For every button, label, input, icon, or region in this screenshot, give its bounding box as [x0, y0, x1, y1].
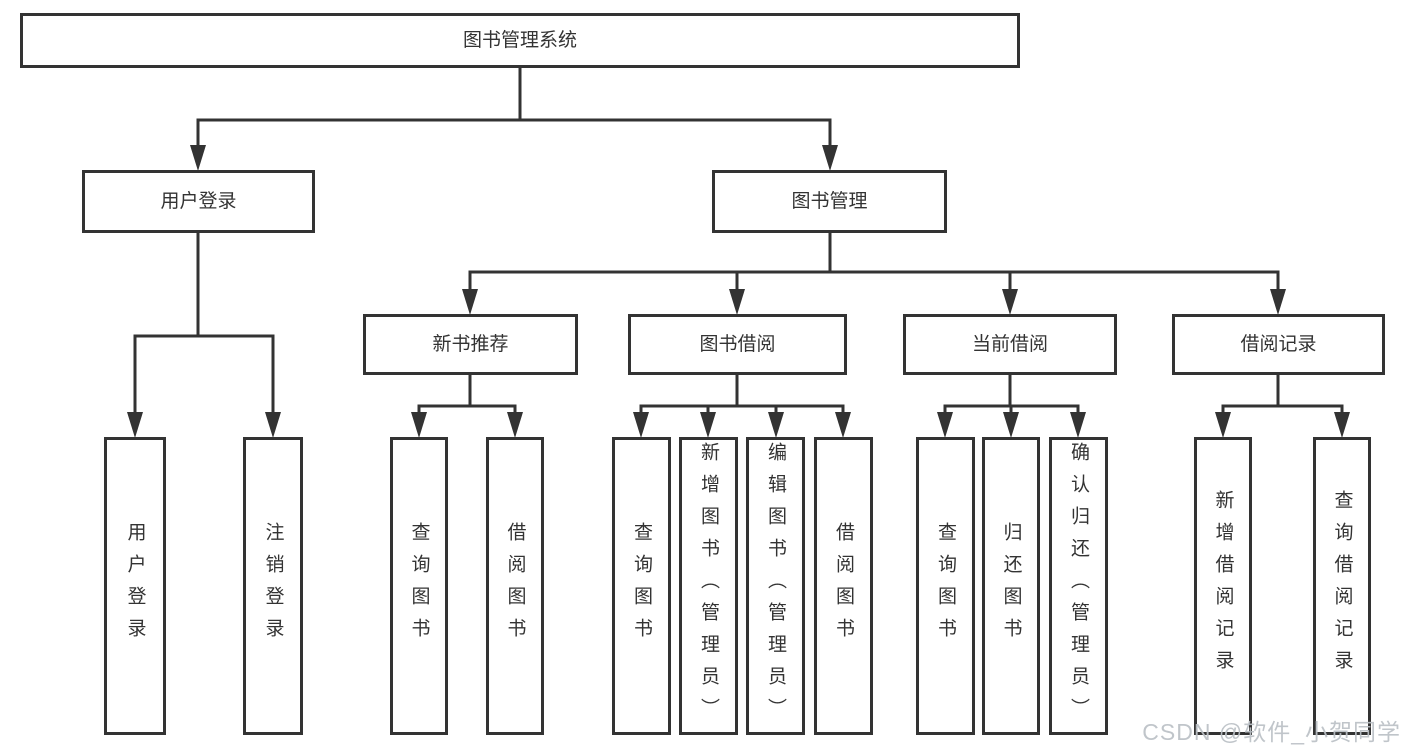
node-leaf-borrow-book-2-label: 借阅图书	[833, 522, 854, 650]
node-leaf-confirm-return-admin: 确认归还（管理员）	[1049, 437, 1108, 735]
node-new-book-rec-label: 新书推荐	[432, 334, 509, 355]
node-user-login: 用户登录	[82, 170, 315, 233]
node-leaf-query-book-2-label: 查询图书	[631, 522, 652, 650]
node-leaf-add-borrow-record: 新增借阅记录	[1194, 437, 1252, 735]
node-leaf-return-book: 归还图书	[982, 437, 1040, 735]
node-leaf-logout: 注销登录	[243, 437, 303, 735]
node-leaf-logout-label: 注销登录	[262, 522, 284, 650]
node-leaf-query-book-1-label: 查询图书	[408, 522, 430, 650]
node-leaf-add-borrow-record-label: 新增借阅记录	[1212, 490, 1234, 682]
node-leaf-add-book-admin-label: 新增图书（管理员）	[698, 442, 719, 730]
node-leaf-query-book-3: 查询图书	[916, 437, 975, 735]
node-leaf-query-book-2: 查询图书	[612, 437, 671, 735]
node-current-borrow: 当前借阅	[903, 314, 1117, 375]
node-book-borrow: 图书借阅	[628, 314, 847, 375]
node-leaf-borrow-book-1-label: 借阅图书	[504, 522, 526, 650]
node-leaf-query-book-1: 查询图书	[390, 437, 448, 735]
node-leaf-add-book-admin: 新增图书（管理员）	[679, 437, 738, 735]
node-book-mgmt: 图书管理	[712, 170, 947, 233]
node-root: 图书管理系统	[20, 13, 1020, 68]
node-leaf-user-login: 用户登录	[104, 437, 166, 735]
node-leaf-borrow-book-2: 借阅图书	[814, 437, 873, 735]
node-user-login-label: 用户登录	[160, 191, 237, 212]
node-leaf-edit-book-admin-label: 编辑图书（管理员）	[765, 442, 786, 730]
node-leaf-borrow-book-1: 借阅图书	[486, 437, 544, 735]
node-leaf-query-borrow-record: 查询借阅记录	[1313, 437, 1371, 735]
node-leaf-user-login-label: 用户登录	[124, 522, 146, 650]
csdn-watermark: CSDN @软件_小贺同学	[1142, 719, 1401, 745]
node-leaf-query-book-3-label: 查询图书	[935, 522, 956, 650]
node-leaf-confirm-return-admin-label: 确认归还（管理员）	[1068, 442, 1089, 730]
node-leaf-edit-book-admin: 编辑图书（管理员）	[746, 437, 805, 735]
node-book-borrow-label: 图书借阅	[699, 334, 776, 355]
node-current-borrow-label: 当前借阅	[971, 334, 1048, 355]
node-leaf-return-book-label: 归还图书	[1000, 522, 1022, 650]
node-borrow-records-label: 借阅记录	[1240, 334, 1317, 355]
node-leaf-query-borrow-record-label: 查询借阅记录	[1331, 490, 1353, 682]
node-borrow-records: 借阅记录	[1172, 314, 1385, 375]
node-new-book-rec: 新书推荐	[363, 314, 578, 375]
node-book-mgmt-label: 图书管理	[791, 191, 868, 212]
node-root-label: 图书管理系统	[462, 30, 577, 51]
